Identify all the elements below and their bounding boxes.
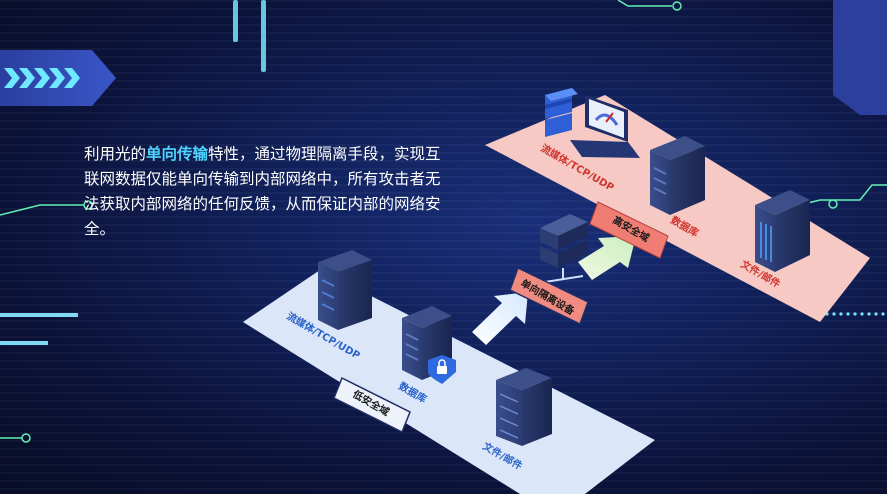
description-prefix: 利用光的 <box>84 145 147 163</box>
flow-arrow-icon-2 <box>578 236 636 280</box>
laptop-icon <box>570 95 640 158</box>
isolation-device-icon <box>540 214 588 283</box>
high-zone-badge <box>589 201 669 259</box>
description-suffix: 特性，通过物理隔离手段，实现互联网数据仅能单向传输到内部网络中，所有攻击者无法获… <box>84 145 441 238</box>
left-glow-lines <box>0 313 78 345</box>
flow-arrow-icon <box>472 292 528 345</box>
description-highlight: 单向传输 <box>146 145 209 163</box>
low-security-plane <box>243 270 655 494</box>
low-streaming-server-icon <box>318 250 372 330</box>
low-file-server-icon <box>496 368 552 446</box>
glow-bars <box>233 0 266 72</box>
shield-lock-icon <box>428 355 456 384</box>
low-zone-badge <box>333 376 411 434</box>
high-file-server-icon <box>755 190 810 272</box>
description-text: 利用光的单向传输特性，通过物理隔离手段，实现互联网数据仅能单向传输到内部网络中，… <box>84 142 444 242</box>
device-badge <box>509 266 589 326</box>
circuit-lines <box>0 0 887 443</box>
server-stack-icon <box>545 88 578 137</box>
high-database-server-icon <box>650 136 705 215</box>
chevron-ribbon-icon <box>0 50 116 106</box>
corner-pennant <box>833 0 887 115</box>
